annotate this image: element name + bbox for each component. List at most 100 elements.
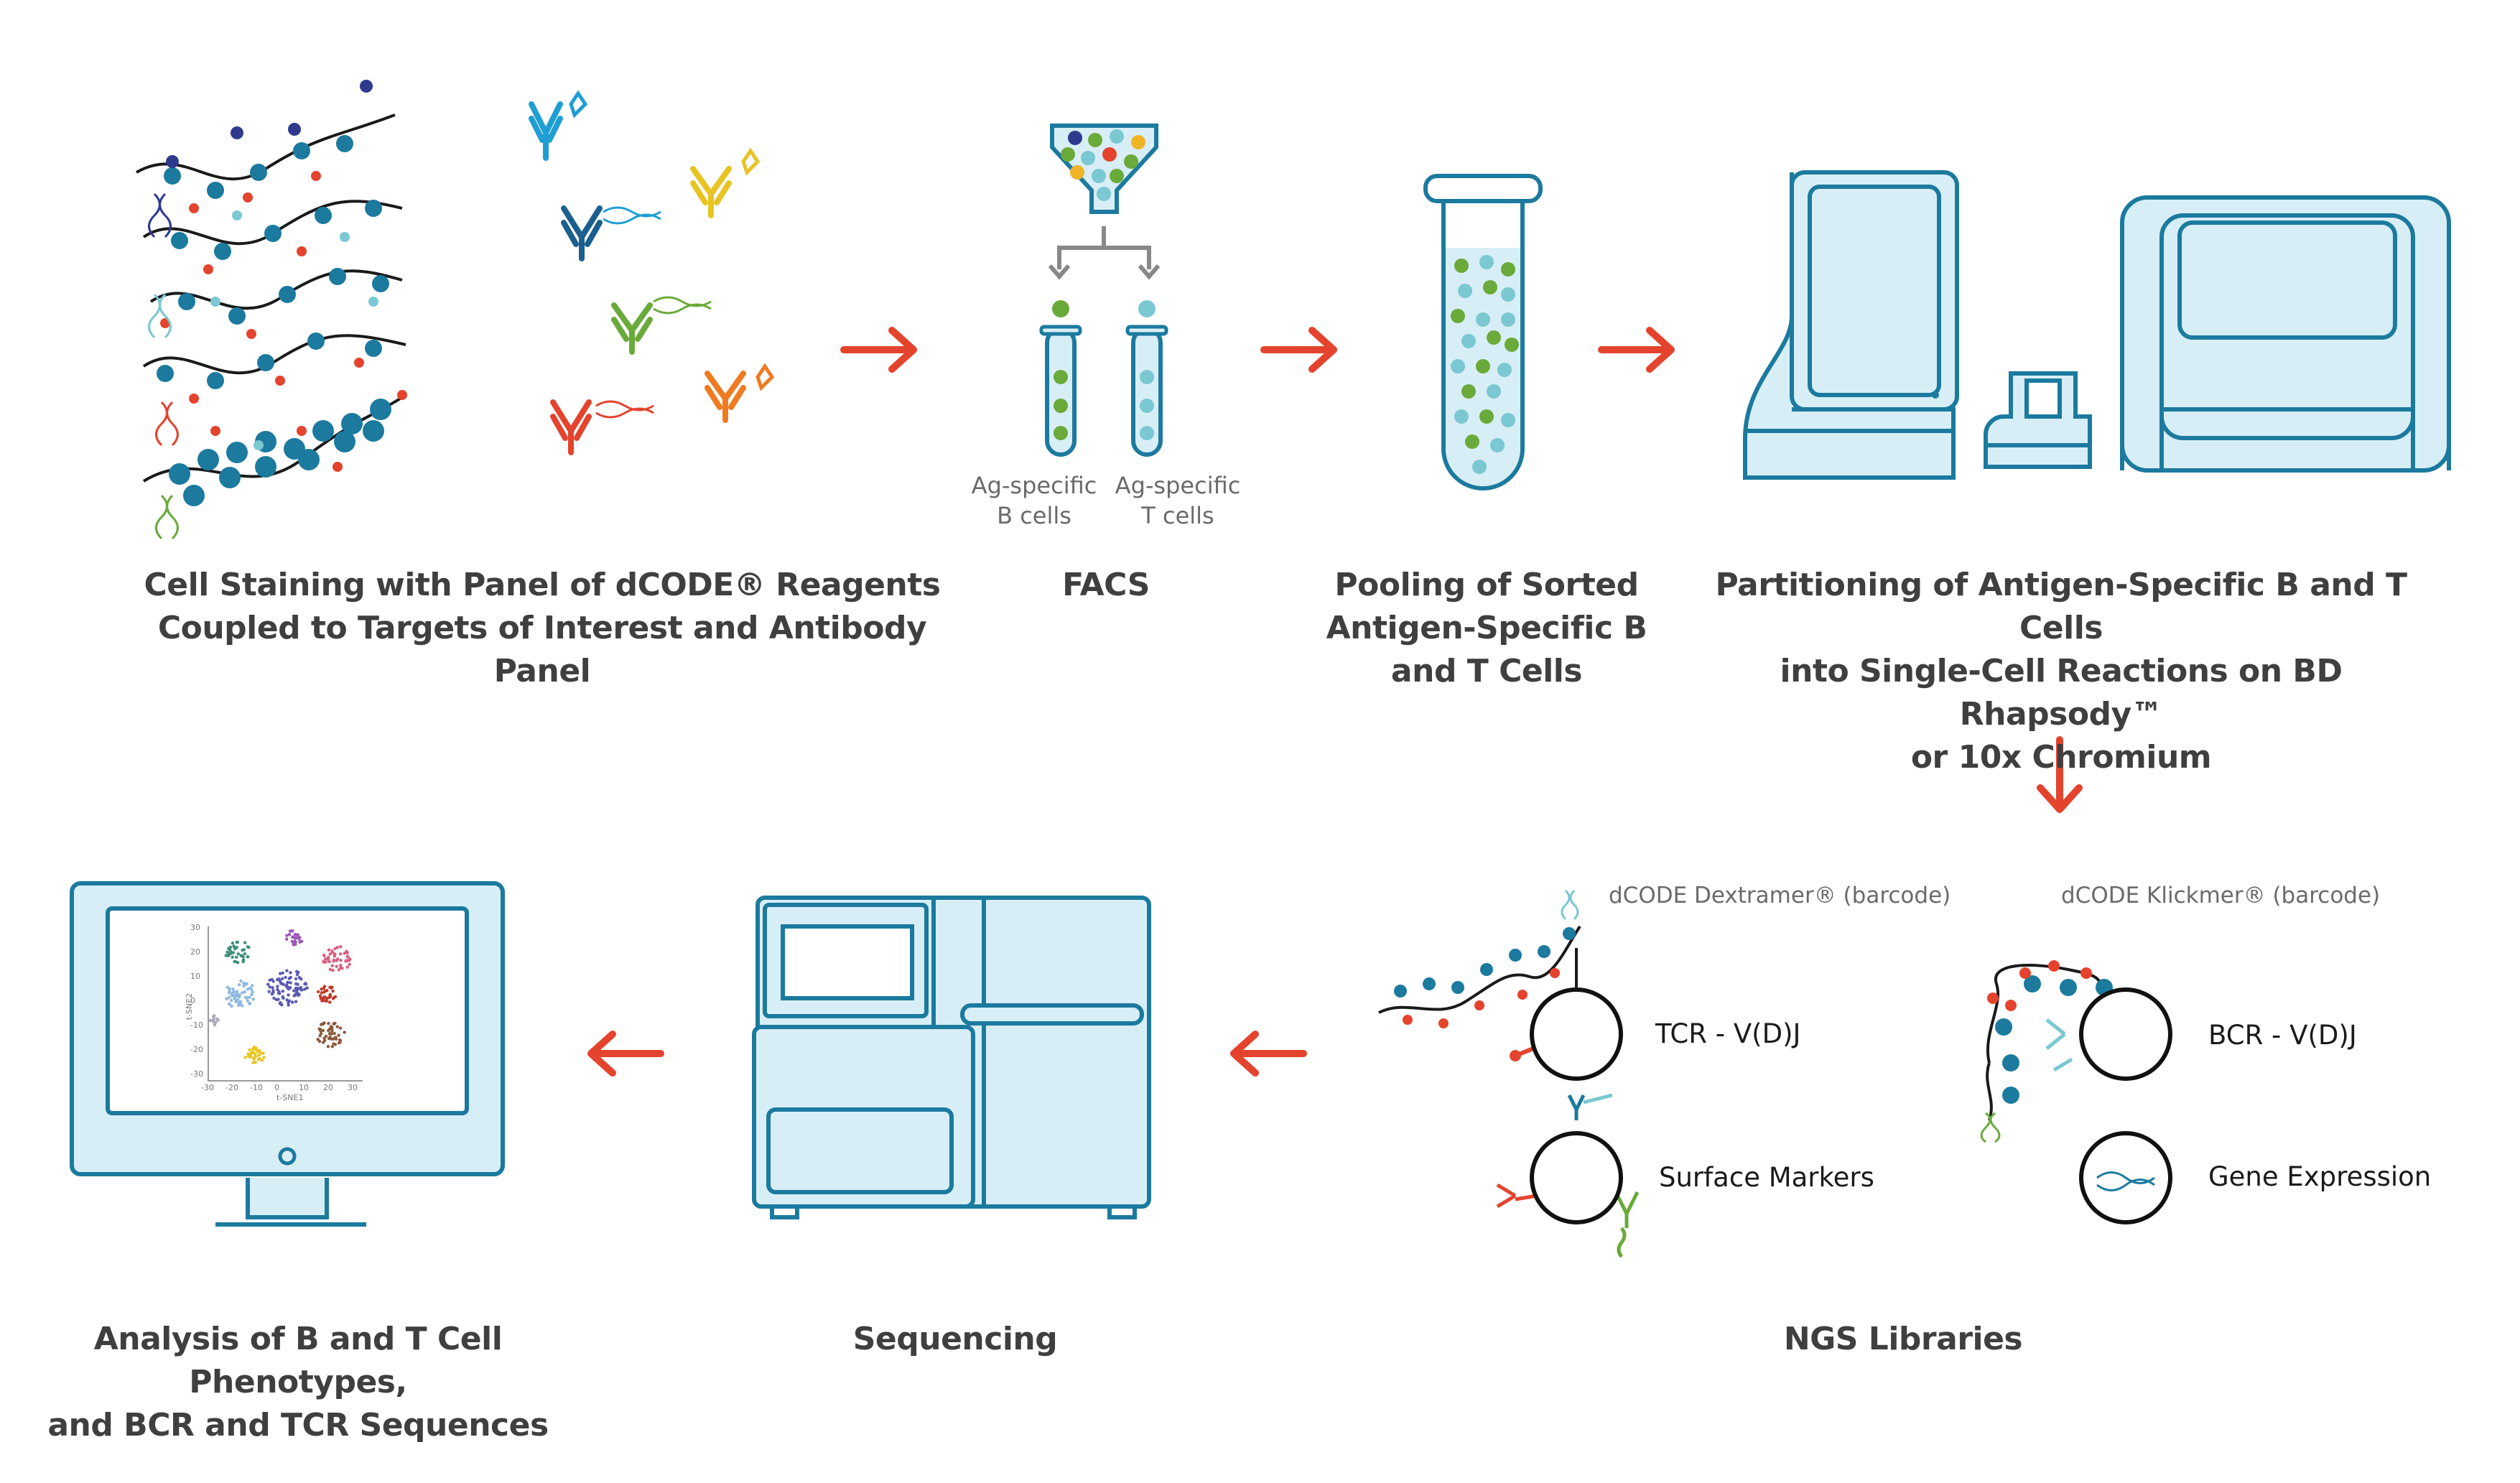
tsne-point [297,992,301,996]
tsne-point [344,959,348,962]
facs-b-cells-label: Ag-specific B cells [971,472,1097,529]
tsne-point [294,936,297,939]
tsne-point [293,932,297,936]
staining-illustration [136,80,775,540]
tsne-point [243,952,247,956]
tsne-point [328,1000,332,1004]
tsne-point [328,952,332,956]
tsne-point [239,1003,243,1007]
tsne-x-tick: 10 [299,1083,309,1092]
tsne-point [291,935,294,939]
tsne-point [286,985,290,989]
arrow-partitioning-to-ngs [2037,736,2083,813]
tsne-point [330,1029,334,1033]
tsne-point [296,982,299,986]
tsne-y-tick: -30 [190,1069,203,1079]
tsne-point [337,968,341,972]
tsne-point [332,1037,335,1041]
ngs-dextramer-illustration [1378,889,1640,1258]
step-facs-title: FACS [1062,567,1150,603]
tsne-point [335,964,338,968]
tsne-point [348,962,351,967]
tsne-point [339,959,343,962]
tsne-point [333,1043,338,1046]
tsne-point [213,1023,217,1027]
tsne-point [327,1032,332,1036]
analysis-monitor-illustration [70,881,505,1227]
facs-t-cells-label: Ag-specific T cells [1115,472,1241,529]
tsne-point [337,1041,341,1045]
tsne-point [317,990,320,994]
tsne-point [331,989,335,993]
tsne-point [230,1004,233,1008]
tsne-point [248,995,251,999]
tsne-point [323,995,327,999]
bcr-vdj-label: BCR - V(D)J [2208,1020,2357,1051]
tsne-point [316,1038,320,1041]
tsne-point [235,990,239,993]
tsne-point [327,1027,332,1031]
tsne-point [246,1052,250,1056]
sequencer-illustration [752,896,1151,1219]
tsne-point [322,1038,327,1043]
tsne-point [208,1018,212,1023]
tsne-point [229,998,233,1003]
tsne-point [287,1003,290,1007]
tsne-point [238,1000,243,1003]
tsne-point [327,948,331,952]
tsne-point [231,951,236,954]
tsne-point [243,982,247,986]
tsne-point [261,1051,265,1055]
ngs-klickmer-illustration [1980,960,2172,1224]
tsne-point [330,1045,334,1049]
tsne-y-tick: 30 [190,923,200,932]
tsne-point [251,984,254,987]
tsne-point [277,977,281,981]
tsne-point [340,967,344,970]
tsne-point [249,987,254,991]
tsne-point [287,932,292,936]
tsne-point [284,975,287,980]
tsne-point [339,945,343,949]
arrow-staining-to-facs [840,327,917,373]
tsne-point [260,1059,264,1062]
tsne-point [280,977,284,981]
tsne-ylabel: t-SNE2 [185,992,195,1021]
tsne-point [232,944,236,948]
tsne-point [345,965,350,969]
tsne-point [333,947,337,951]
step-partitioning-title: Partitioning of Antigen-Specific B and T… [1715,567,2407,776]
tsne-point [328,967,333,971]
tsne-point [253,1056,256,1059]
tsne-point [238,982,241,987]
tsne-point [319,996,323,1000]
tsne-point [251,1061,255,1064]
tsne-point [228,991,231,995]
klickmer-barcode-label: dCODE Klickmer® (barcode) [2061,883,2381,908]
tsne-y-tick: 0 [190,996,195,1005]
tsne-point [335,1025,339,1028]
tsne-point [276,985,279,988]
tsne-point [322,998,325,1003]
tsne-x-tick: 30 [348,1083,358,1092]
tsne-point [250,992,254,997]
tsne-point [252,1045,256,1049]
tsne-point [211,1018,215,1023]
tsne-point [322,985,327,988]
tsne-point [338,952,343,956]
tsne-point [331,968,335,972]
tsne-point [241,958,246,962]
tsne-point [294,970,299,974]
tsne-point [235,945,238,949]
tsne-point [330,964,334,967]
tsne-x-tick: 20 [323,1083,333,1092]
arrow-ngs-to-sequencing [1230,1031,1307,1077]
tsne-point [290,1000,294,1004]
tsne-point [295,973,299,977]
tsne-point [231,941,235,945]
tsne-point [338,1026,343,1030]
tsne-point [243,1056,247,1059]
tsne-point [241,991,244,995]
tsne-x-tick: -20 [226,1083,238,1092]
